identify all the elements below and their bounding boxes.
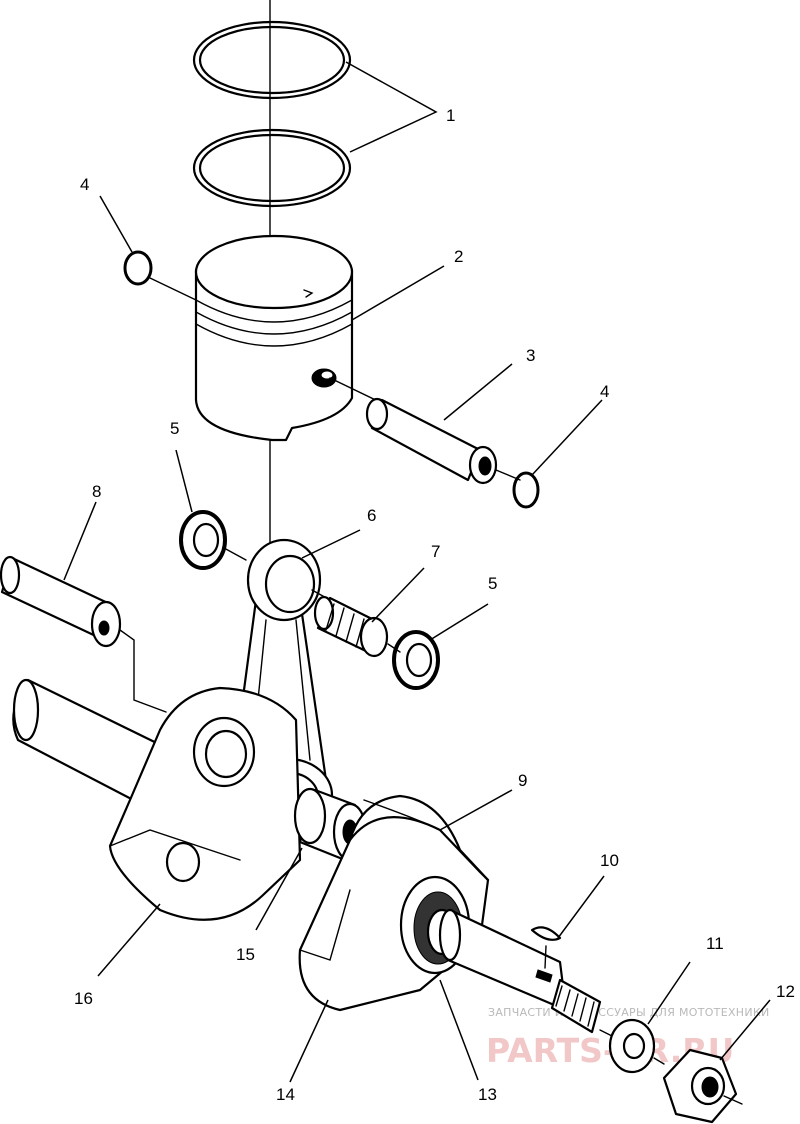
callout-13: 13: [478, 1085, 497, 1104]
callout-1: 1: [446, 106, 455, 125]
crankshaft-output-shaft: [438, 908, 602, 1034]
circlip-right: [512, 471, 540, 509]
crankshaft-left-half: [12, 678, 302, 921]
callout-12: 12: [776, 982, 795, 1001]
callout-6: 6: [367, 506, 376, 525]
callout-labels: 1 2 3 4 4 5 5 6 7 8 9 10 11 12 13 14 15 …: [74, 106, 795, 1104]
callout-5-right: 5: [488, 574, 497, 593]
callout-5-left: 5: [170, 419, 179, 438]
woodruff-key: [530, 926, 562, 941]
needle-bearing: [313, 595, 389, 658]
callout-10: 10: [600, 851, 619, 870]
callout-16: 16: [74, 989, 93, 1008]
thrust-washer-right: [392, 630, 440, 690]
callout-2: 2: [454, 247, 463, 266]
crank-pin: [0, 555, 122, 648]
thrust-washer-left: [179, 510, 227, 570]
callout-4-left: 4: [80, 175, 89, 194]
callout-11: 11: [706, 934, 724, 953]
circlip-left: [123, 250, 153, 286]
crankshaft-nut: [662, 1048, 738, 1124]
callout-3: 3: [526, 346, 535, 365]
piston: [194, 234, 354, 442]
callout-14: 14: [276, 1085, 295, 1104]
lock-washer: [608, 1018, 656, 1074]
callout-8: 8: [92, 482, 101, 501]
leader-lines: [63, 61, 771, 1083]
watermark-tagline: ЗАПЧАСТИ И АКСЕССУАРЫ ДЛЯ МОТОТЕХНИКИ: [488, 1006, 770, 1019]
callout-4-right: 4: [600, 382, 609, 401]
piston-pin: [365, 397, 498, 485]
piston-ring-upper: [192, 20, 352, 100]
callout-7: 7: [431, 542, 440, 561]
callout-9: 9: [518, 771, 527, 790]
callout-15: 15: [236, 945, 255, 964]
piston-ring-lower: [192, 128, 352, 208]
